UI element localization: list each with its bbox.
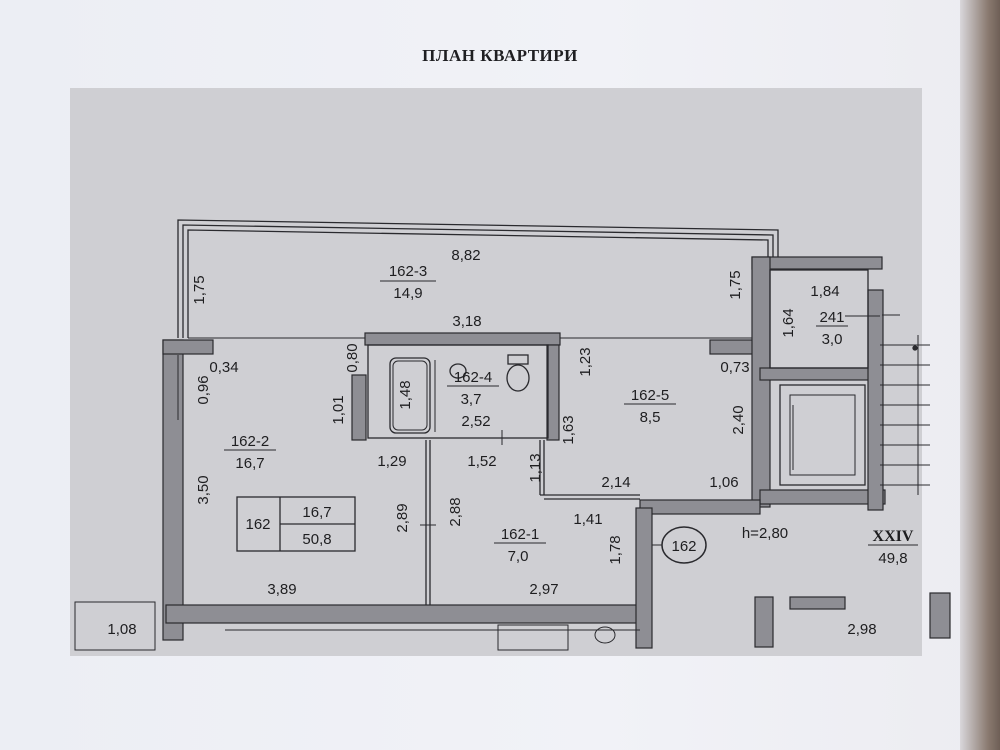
neighbor-wall-top — [789, 596, 846, 610]
shaft-top-wall — [751, 256, 883, 270]
shaft-mid-wall — [759, 367, 881, 381]
dim-129: 1,29 — [377, 453, 406, 470]
dim-178: 1,78 — [607, 535, 624, 564]
room-162-3-id: 162-3 — [389, 263, 427, 280]
room-162-2-id: 162-2 — [231, 433, 269, 450]
dim-164: 1,64 — [780, 308, 797, 337]
room-162-4-area: 3,7 — [461, 391, 482, 408]
dim-298: 2,98 — [847, 621, 876, 638]
ceiling-height-label: h=2,80 — [742, 525, 788, 542]
shaft-left-wall — [751, 256, 771, 508]
elevator-inner — [789, 394, 856, 476]
dim-214: 2,14 — [601, 474, 630, 491]
corridor-right-wall — [635, 507, 653, 649]
dim-080: 0,80 — [344, 343, 361, 372]
bath-right-wall — [546, 344, 560, 441]
room-162-1-id: 162-1 — [501, 526, 539, 543]
paper-edge-shadow — [960, 0, 1000, 750]
dim-389: 3,89 — [267, 581, 296, 598]
dim-148: 1,48 — [397, 380, 414, 409]
partition-kitchen-bottom — [540, 494, 640, 500]
dim-882: 8,82 — [451, 247, 480, 264]
dim-297: 2,97 — [529, 581, 558, 598]
dim-106: 1,06 — [709, 474, 738, 491]
room-241-outline — [769, 269, 869, 369]
room-241-area: 3,0 — [822, 331, 843, 348]
shaft-right-wall — [867, 289, 884, 511]
dim-288: 2,88 — [447, 497, 464, 526]
neighbor-bath-fixture — [497, 624, 569, 651]
walls — [162, 256, 951, 649]
bath-top-wall — [364, 332, 561, 346]
section-area: 49,8 — [878, 550, 907, 567]
dim-096: 0,96 — [195, 375, 212, 404]
corridor-top-wall — [639, 499, 761, 515]
room-162-5-area: 8,5 — [640, 409, 661, 426]
bottom-wall — [165, 604, 641, 624]
left-wall-cap — [162, 339, 214, 355]
dim-240: 2,40 — [730, 405, 747, 434]
toilet-tank-icon — [507, 354, 529, 365]
dim-175-left: 1,75 — [191, 275, 208, 304]
balcony-outline — [177, 219, 779, 338]
room-162-2-area: 16,7 — [235, 455, 264, 472]
room-241-id: 241 — [819, 309, 844, 326]
summary-living-area: 16,7 — [302, 504, 331, 521]
room-162-5-id: 162-5 — [631, 387, 669, 404]
section-label: XXIV — [873, 528, 914, 545]
elevator-box — [779, 384, 866, 486]
dim-141: 1,41 — [573, 511, 602, 528]
stairs — [880, 314, 930, 495]
plan-title: ПЛАН КВАРТИРИ — [422, 46, 578, 65]
dim-163: 1,63 — [560, 415, 577, 444]
shaft-bottom-wall — [759, 489, 886, 505]
bathtub — [389, 357, 431, 434]
neighbor-bottom-left — [74, 601, 156, 651]
dim-184: 1,84 — [810, 283, 839, 300]
summary-apartment-number: 162 — [245, 516, 270, 533]
room-162-4-id: 162-4 — [454, 369, 492, 386]
dim-034: 0,34 — [209, 359, 238, 376]
neighbor-wall-right — [929, 592, 951, 639]
dim-175-right: 1,75 — [727, 270, 744, 299]
dim-101: 1,01 — [330, 395, 347, 424]
bath-left-wall — [351, 374, 367, 441]
summary-total-area: 50,8 — [302, 531, 331, 548]
toilet-icon — [506, 364, 530, 392]
left-outer-wall — [162, 339, 184, 641]
sink-icon — [449, 363, 467, 379]
dim-289: 2,89 — [394, 503, 411, 532]
dim-073: 0,73 — [720, 359, 749, 376]
room-162-3-area: 14,9 — [393, 285, 422, 302]
dim-108: 1,08 — [107, 621, 136, 638]
right-wall-stub — [709, 339, 756, 355]
dim-113: 1,13 — [527, 453, 544, 482]
room-162-1-area: 7,0 — [508, 548, 529, 565]
bathroom-outline — [367, 344, 549, 439]
bathtub-inner — [392, 360, 428, 431]
dim-350: 3,50 — [195, 475, 212, 504]
neighbor-wall-left — [754, 596, 774, 648]
dim-318: 3,18 — [452, 313, 481, 330]
stairs-arrow-dot — [912, 345, 918, 351]
dim-252: 2,52 — [461, 413, 490, 430]
apartment-marker-label: 162 — [671, 538, 696, 555]
dim-152: 1,52 — [467, 453, 496, 470]
neighbor-toilet-icon — [594, 626, 616, 644]
dim-123: 1,23 — [577, 347, 594, 376]
